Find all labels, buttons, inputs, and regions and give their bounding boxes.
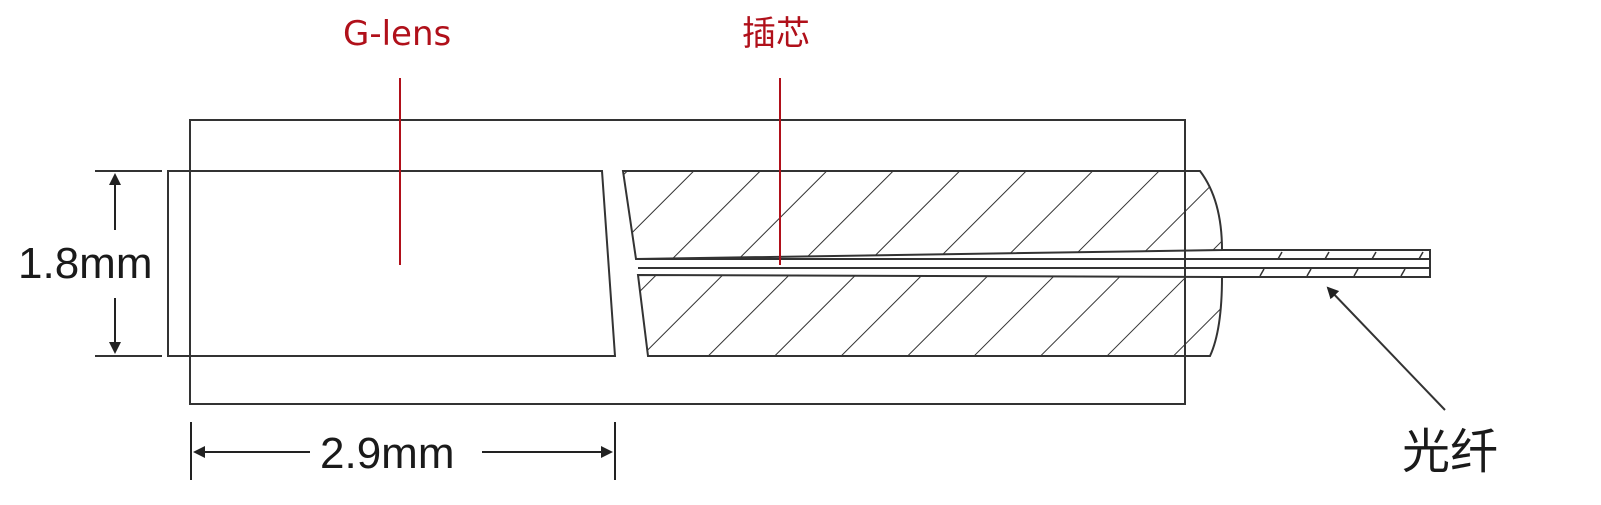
height-dimension: 1.8mm [18, 170, 162, 357]
length-label: 2.9mm [320, 429, 454, 478]
fiber-leader-arrow [1326, 286, 1446, 411]
g-lens-body [167, 170, 617, 357]
g-lens-label: G-lens [343, 14, 451, 54]
height-label: 1.8mm [18, 239, 152, 288]
length-dimension: 2.9mm [190, 422, 616, 480]
ferrule-label: 插芯 [742, 14, 810, 54]
fiber [1222, 249, 1431, 278]
ferrule-lower [636, 273, 1224, 357]
fiber-label: 光纤 [1402, 424, 1498, 480]
ferrule-upper [621, 170, 1224, 261]
